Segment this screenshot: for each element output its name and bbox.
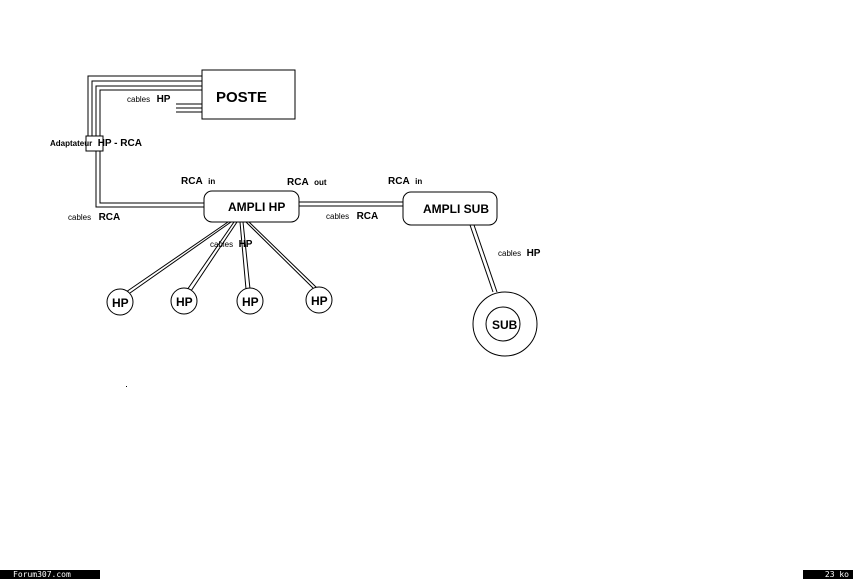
ampli-hp-label: AMPLI HP — [228, 200, 285, 214]
label-cables-rca-mid-word: cables — [326, 212, 349, 221]
label-rca-out: RCA out — [287, 172, 327, 189]
rca-cable-ampli-to-sub — [299, 201, 403, 207]
label-cables-hp-speakers: cables HP — [210, 234, 253, 251]
label-cables-hp-sub-word: cables — [498, 249, 521, 258]
label-cables-hp-top-suffix: HP — [157, 94, 171, 105]
sub-speaker-label: SUB — [492, 318, 518, 332]
label-rca-in-left-prefix: RCA — [181, 176, 203, 187]
footer-size-text: 23 ko — [824, 570, 849, 579]
rca-cable-adapter-to-ampli — [95, 151, 204, 208]
ampli-sub-box — [402, 191, 498, 226]
footer-site-text: Forum307.com — [13, 570, 71, 579]
hp-speaker-2-label: HP — [176, 295, 193, 309]
label-rca-in-right-suffix: in — [415, 177, 422, 186]
hp-speaker-2: HP — [170, 287, 198, 315]
speaker-cables — [125, 221, 318, 294]
hp-speaker-4: HP — [305, 286, 333, 314]
hp-speaker-3-label: HP — [242, 295, 259, 309]
sub-speaker: SUB — [472, 291, 538, 357]
label-cables-rca-mid: cables RCA — [326, 206, 378, 223]
label-cables-rca-left: cables RCA — [68, 207, 120, 224]
label-rca-in-left-suffix: in — [208, 177, 215, 186]
hp-speaker-4-label: HP — [311, 294, 328, 308]
sub-cable — [469, 224, 498, 293]
footer-site-badge: Forum307.com — [0, 570, 100, 579]
label-rca-in-right-prefix: RCA — [388, 176, 410, 187]
label-cables-hp-top-word: cables — [127, 95, 150, 104]
label-cables-rca-mid-suffix: RCA — [357, 211, 379, 222]
poste-box — [201, 69, 296, 120]
label-adaptateur-suffix: HP - RCA — [98, 138, 142, 149]
hp-speaker-1-label: HP — [112, 296, 129, 310]
label-rca-in-left: RCA in — [181, 171, 215, 188]
poste-cables — [87, 75, 202, 136]
ampli-sub-label: AMPLI SUB — [423, 202, 489, 216]
label-cables-rca-left-word: cables — [68, 213, 91, 222]
label-cables-hp-speakers-word: cables — [210, 240, 233, 249]
label-rca-in-right: RCA in — [388, 171, 422, 188]
label-cables-hp-sub: cables HP — [498, 243, 541, 260]
label-cables-rca-left-suffix: RCA — [99, 212, 121, 223]
hp-speaker-3: HP — [236, 287, 264, 315]
label-rca-out-suffix: out — [314, 178, 327, 187]
adaptateur-box — [85, 135, 104, 152]
poste-label: POSTE — [216, 89, 267, 106]
label-cables-hp-sub-suffix: HP — [527, 248, 541, 259]
stray-dot — [126, 386, 127, 387]
label-adaptateur: Adaptateur HP - RCA — [50, 133, 142, 150]
label-adaptateur-prefix: Adaptateur — [50, 139, 92, 148]
label-cables-hp-top: cables HP — [127, 89, 171, 106]
hp-speaker-1: HP — [106, 288, 134, 316]
label-cables-hp-speakers-suffix: HP — [239, 239, 253, 250]
footer-size-badge: 23 ko — [803, 570, 853, 579]
label-rca-out-prefix: RCA — [287, 177, 309, 188]
